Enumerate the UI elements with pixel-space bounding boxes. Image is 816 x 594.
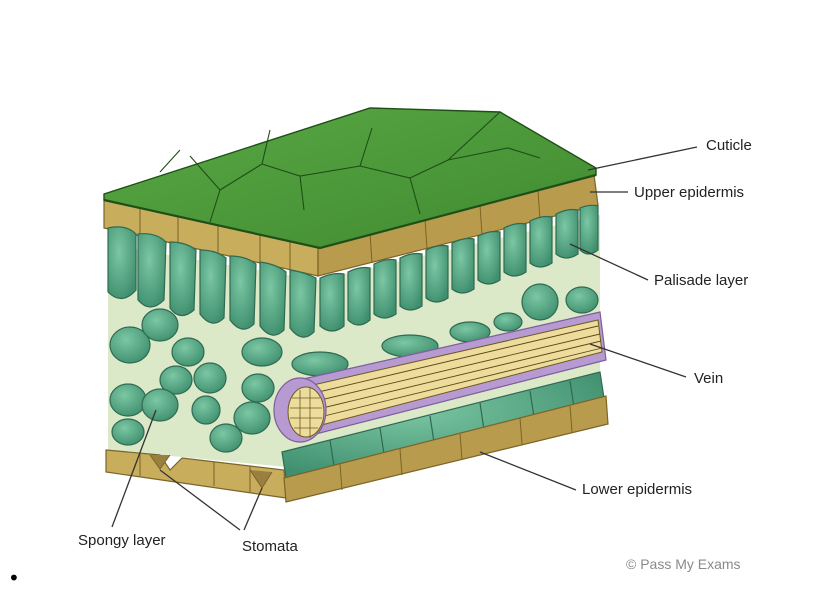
label-cuticle: Cuticle [706, 137, 752, 154]
spongy-layer-leader [111, 409, 157, 528]
cuticle-leader [587, 146, 698, 171]
palisade-layer-leader [569, 243, 649, 281]
palisade-layer-front [107, 226, 317, 338]
vein [273, 311, 607, 443]
copyright-notice: © Pass My Exams [626, 556, 741, 572]
label-spongy-layer: Spongy layer [78, 532, 166, 549]
label-vein: Vein [694, 370, 723, 387]
label-upper-epidermis: Upper epidermis [634, 184, 744, 201]
cuticle [103, 107, 597, 250]
list-bullet: • [8, 566, 20, 590]
lower-epidermis-leader [479, 451, 577, 491]
spongy-layer-cells [109, 283, 599, 453]
stomata-leader-2 [243, 487, 263, 531]
label-palisade-layer: Palisade layer [654, 272, 748, 289]
label-lower-epidermis: Lower epidermis [582, 481, 692, 498]
palisade-layer-side [319, 204, 599, 332]
lower-epidermis [105, 395, 609, 503]
label-stomata: Stomata [242, 538, 299, 555]
vein-leader [589, 343, 687, 378]
stomata-leader-1 [159, 469, 241, 531]
stomata-pore-1 [149, 454, 171, 470]
